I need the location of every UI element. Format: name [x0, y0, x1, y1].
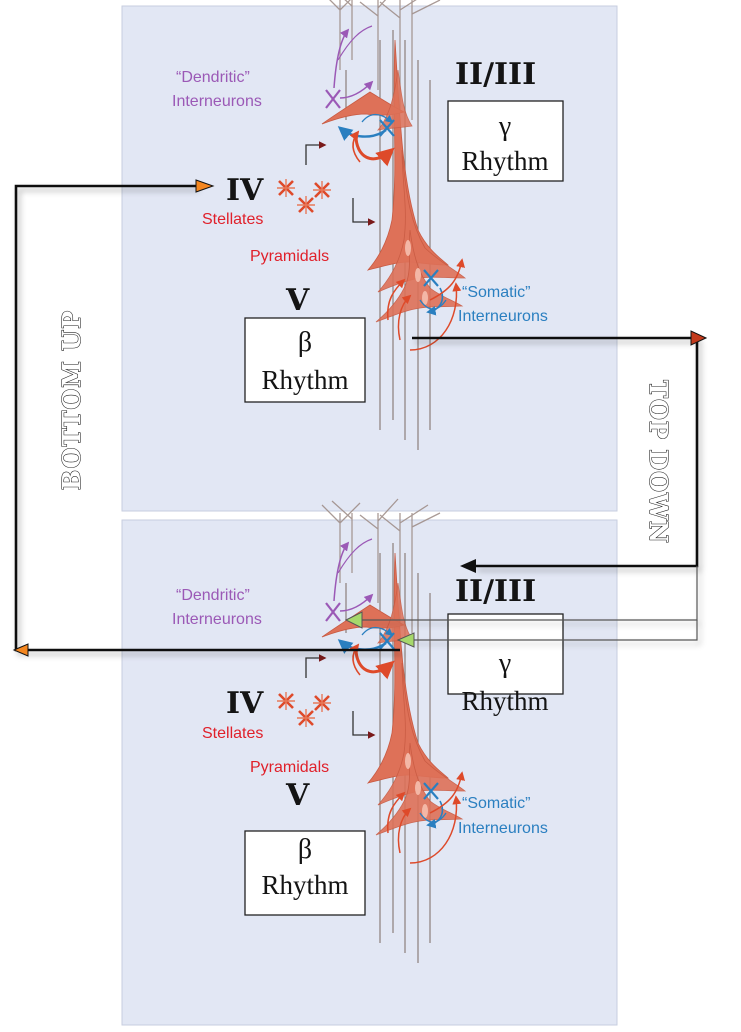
layer-23-label: II/III: [455, 574, 536, 609]
dendritic-interneurons-label: Interneurons: [172, 93, 262, 110]
bottom-up-arrowhead: [195, 179, 215, 193]
gamma-rhythm-label: Rhythm: [461, 146, 548, 176]
beta-rhythm-label: Rhythm: [261, 870, 348, 900]
dendritic-input-arrowhead: [344, 611, 363, 629]
top-down-target-arrowhead: [460, 559, 476, 573]
layer-4-label: IV: [226, 173, 264, 208]
stellates-label: Stellates: [202, 211, 263, 228]
somatic-input-arrowhead: [396, 632, 415, 648]
pyramidals-label: Pyramidals: [250, 248, 329, 265]
dendritic-interneurons-label: Interneurons: [172, 611, 262, 628]
top-down-label: TOP DOWN: [644, 380, 673, 544]
top-down-arrowhead: [690, 330, 708, 346]
layer-23-label: II/III: [455, 57, 536, 92]
top-down-pathway: [362, 336, 699, 641]
bottom-cortical-panel: [121, 519, 618, 1026]
gamma-symbol: γ: [498, 111, 511, 142]
bottom-panel-labels: II/III IV V “Dendritic” Interneurons Ste…: [172, 574, 549, 900]
bottom-up-label: BOTTOM UP: [57, 310, 86, 490]
bottom-up-source-arrowhead: [12, 643, 29, 657]
layer-4-label: IV: [226, 686, 264, 721]
beta-symbol: β: [298, 327, 312, 358]
top-cortical-panel: [121, 5, 618, 512]
top-panel-labels: II/III IV V “Dendritic” Interneurons Ste…: [172, 57, 549, 395]
beta-rhythm-label: Rhythm: [261, 365, 348, 395]
pyramidals-label: Pyramidals: [250, 759, 329, 776]
stellates-label: Stellates: [202, 725, 263, 742]
somatic-interneurons-label: Interneurons: [458, 820, 548, 837]
somatic-interneurons-label: Interneurons: [458, 308, 548, 325]
somatic-interneurons-quote: “Somatic”: [462, 795, 530, 812]
somatic-interneurons-quote: “Somatic”: [462, 284, 530, 301]
dendritic-interneurons-quote: “Dendritic”: [176, 587, 250, 604]
gamma-symbol: γ: [498, 648, 511, 679]
dendritic-interneurons-quote: “Dendritic”: [176, 69, 250, 86]
layer-5-label: V: [285, 283, 310, 318]
layer-5-label: V: [285, 778, 310, 813]
beta-symbol: β: [298, 834, 312, 865]
gamma-rhythm-label: Rhythm: [461, 686, 548, 716]
